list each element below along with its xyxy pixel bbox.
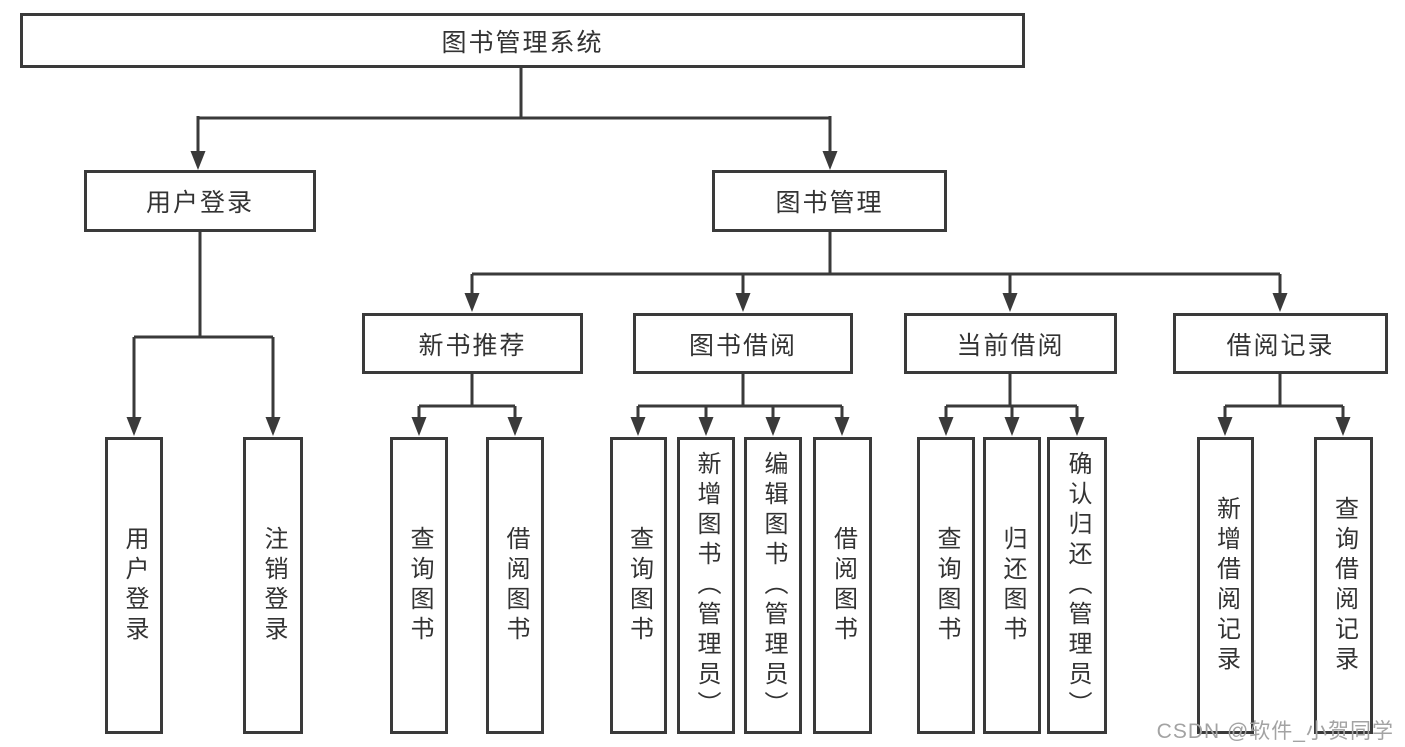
node-book-borrow: 图书借阅 [633,313,853,374]
arrow-down-icon [822,151,838,170]
leaf-bb-edit-book-admin: 编辑图书（管理员） [744,437,802,734]
connector-root-to-level2 [190,68,838,170]
arrow-down-icon [1335,417,1351,436]
arrow-down-icon [126,417,142,436]
arrow-down-icon [265,417,281,436]
node-label: 图书管理 [775,189,884,217]
leaf-br-add-record: 新增借阅记录 [1197,437,1254,734]
connector-book-management [464,232,1288,312]
connector-book-borrow [630,374,850,436]
leaf-user-login: 用户登录 [105,437,163,734]
arrow-down-icon [1004,417,1020,436]
node-label: 图书管理系统 [441,28,604,57]
leaf-cb-confirm-return-admin: 确认归还（管理员） [1047,437,1107,734]
connector-new-book-recommend [411,374,523,436]
csdn-watermark: CSDN @软件_小贺同学 [1156,720,1394,743]
arrow-down-icon [1217,417,1233,436]
leaf-logout-login: 注销登录 [243,437,303,734]
node-label: 编辑图书（管理员） [760,450,787,721]
arrow-down-icon [411,417,427,436]
arrow-down-icon [630,417,646,436]
node-label: 借阅记录 [1226,331,1335,360]
node-user-login: 用户登录 [84,170,316,232]
node-label: 归还图书 [999,525,1026,646]
arrow-down-icon [464,293,480,312]
arrow-down-icon [190,151,206,170]
node-label: 用户登录 [121,525,148,646]
node-label: 查询借阅记录 [1330,495,1358,676]
leaf-cb-return-book: 归还图书 [983,437,1041,734]
node-label: 确认归还（管理员） [1064,450,1091,721]
arrow-down-icon [1069,417,1085,436]
node-label: 新增借阅记录 [1212,495,1240,676]
leaf-bb-add-book-admin: 新增图书（管理员） [677,437,735,734]
node-label: 当前借阅 [956,331,1065,360]
leaf-nb-borrow-book: 借阅图书 [486,437,544,734]
node-label: 注销登录 [260,525,287,646]
leaf-nb-query-book: 查询图书 [390,437,448,734]
node-label: 用户登录 [145,189,254,217]
node-label: 新书推荐 [418,331,527,360]
arrow-down-icon [765,417,781,436]
connector-borrow-records [1217,374,1351,436]
node-label: 查询图书 [406,525,433,646]
node-current-borrow: 当前借阅 [904,313,1117,374]
arrow-down-icon [698,417,714,436]
arrow-down-icon [1002,293,1018,312]
connector-user-login [126,232,281,436]
node-label: 借阅图书 [502,525,529,646]
leaf-br-query-record: 查询借阅记录 [1314,437,1373,734]
node-label: 查询图书 [933,525,960,646]
node-library-system: 图书管理系统 [20,13,1025,68]
arrow-down-icon [735,293,751,312]
node-label: 图书借阅 [688,331,797,360]
node-label: 查询图书 [625,525,653,646]
leaf-cb-query-book: 查询图书 [917,437,975,734]
node-label: 新增图书（管理员） [693,450,720,721]
connector-current-borrow [938,374,1085,436]
arrow-down-icon [507,417,523,436]
arrow-down-icon [938,417,954,436]
arrow-down-icon [834,417,850,436]
leaf-bb-borrow-book: 借阅图书 [813,437,872,734]
node-label: 借阅图书 [829,525,857,646]
arrow-down-icon [1272,293,1288,312]
leaf-bb-query-book: 查询图书 [610,437,667,734]
node-book-management: 图书管理 [712,170,947,232]
node-new-book-recommend: 新书推荐 [362,313,583,374]
node-borrow-records: 借阅记录 [1173,313,1388,374]
